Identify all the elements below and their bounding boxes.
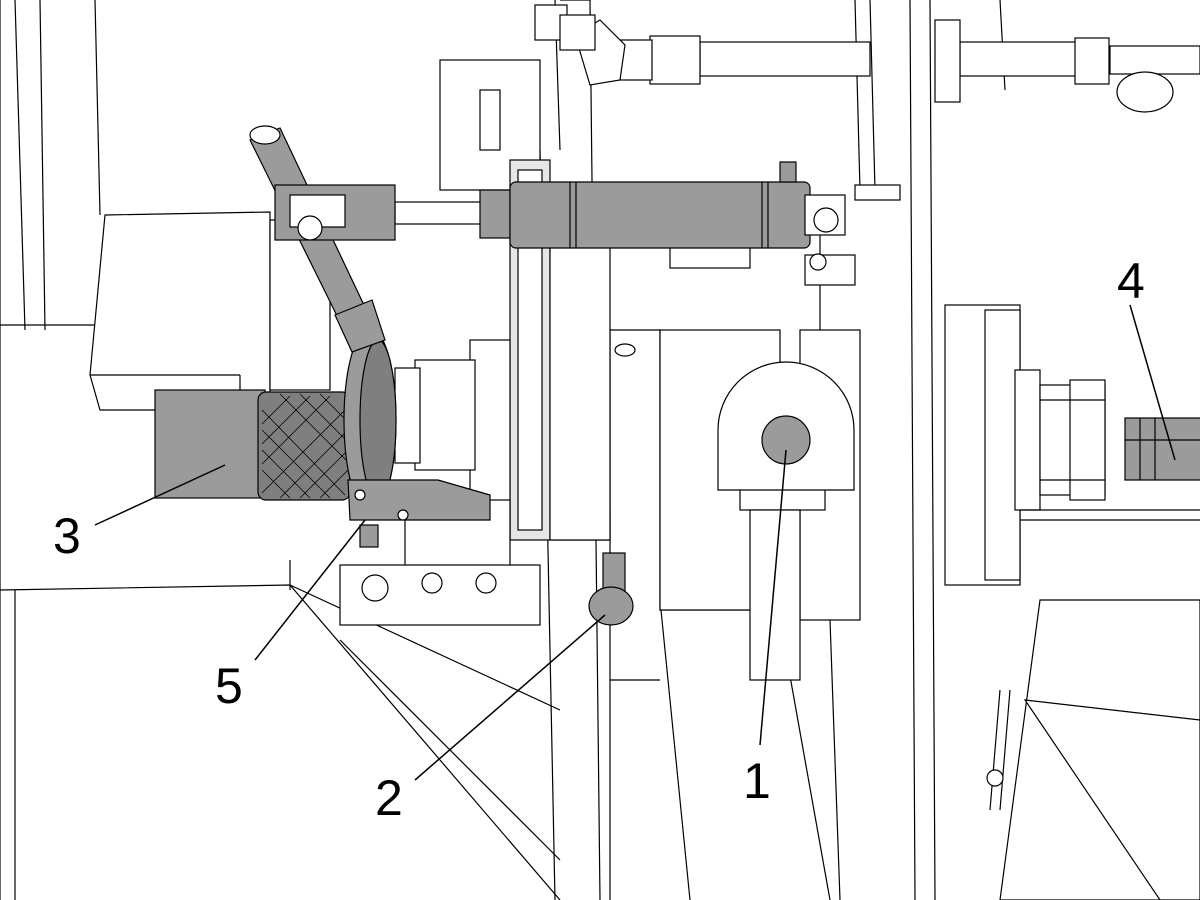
callout-1: 1 <box>743 753 771 809</box>
locking-pin-part-2 <box>588 552 634 626</box>
right-flange-assembly <box>944 304 1200 586</box>
callout-labels: 1 2 3 4 5 <box>53 253 1145 826</box>
left-guard <box>89 211 331 411</box>
callout-3: 3 <box>53 508 81 564</box>
top-pipe-assembly <box>534 4 1200 113</box>
callout-2: 2 <box>375 770 403 826</box>
shaft-end-part-4 <box>1124 417 1200 481</box>
background-frame <box>0 0 1006 900</box>
leader-line-1 <box>759 449 787 746</box>
pivot-pin-part-1 <box>761 415 811 465</box>
callout-leaders <box>94 304 1176 781</box>
belt-pulley-stack <box>394 59 611 541</box>
callout-5: 5 <box>215 658 243 714</box>
leader-line-2 <box>414 614 606 781</box>
handle-grip-part-3 <box>154 327 397 513</box>
leader-line-3 <box>94 464 226 526</box>
central-housing <box>544 229 861 681</box>
leader-line-5 <box>254 519 366 661</box>
lock-plate-part-5 <box>339 479 541 626</box>
leader-line-4 <box>1129 304 1176 461</box>
lever-arm <box>249 125 396 353</box>
pneumatic-cylinder <box>394 161 901 249</box>
right-lower-bracket <box>986 599 1200 900</box>
callout-4: 4 <box>1117 253 1145 309</box>
